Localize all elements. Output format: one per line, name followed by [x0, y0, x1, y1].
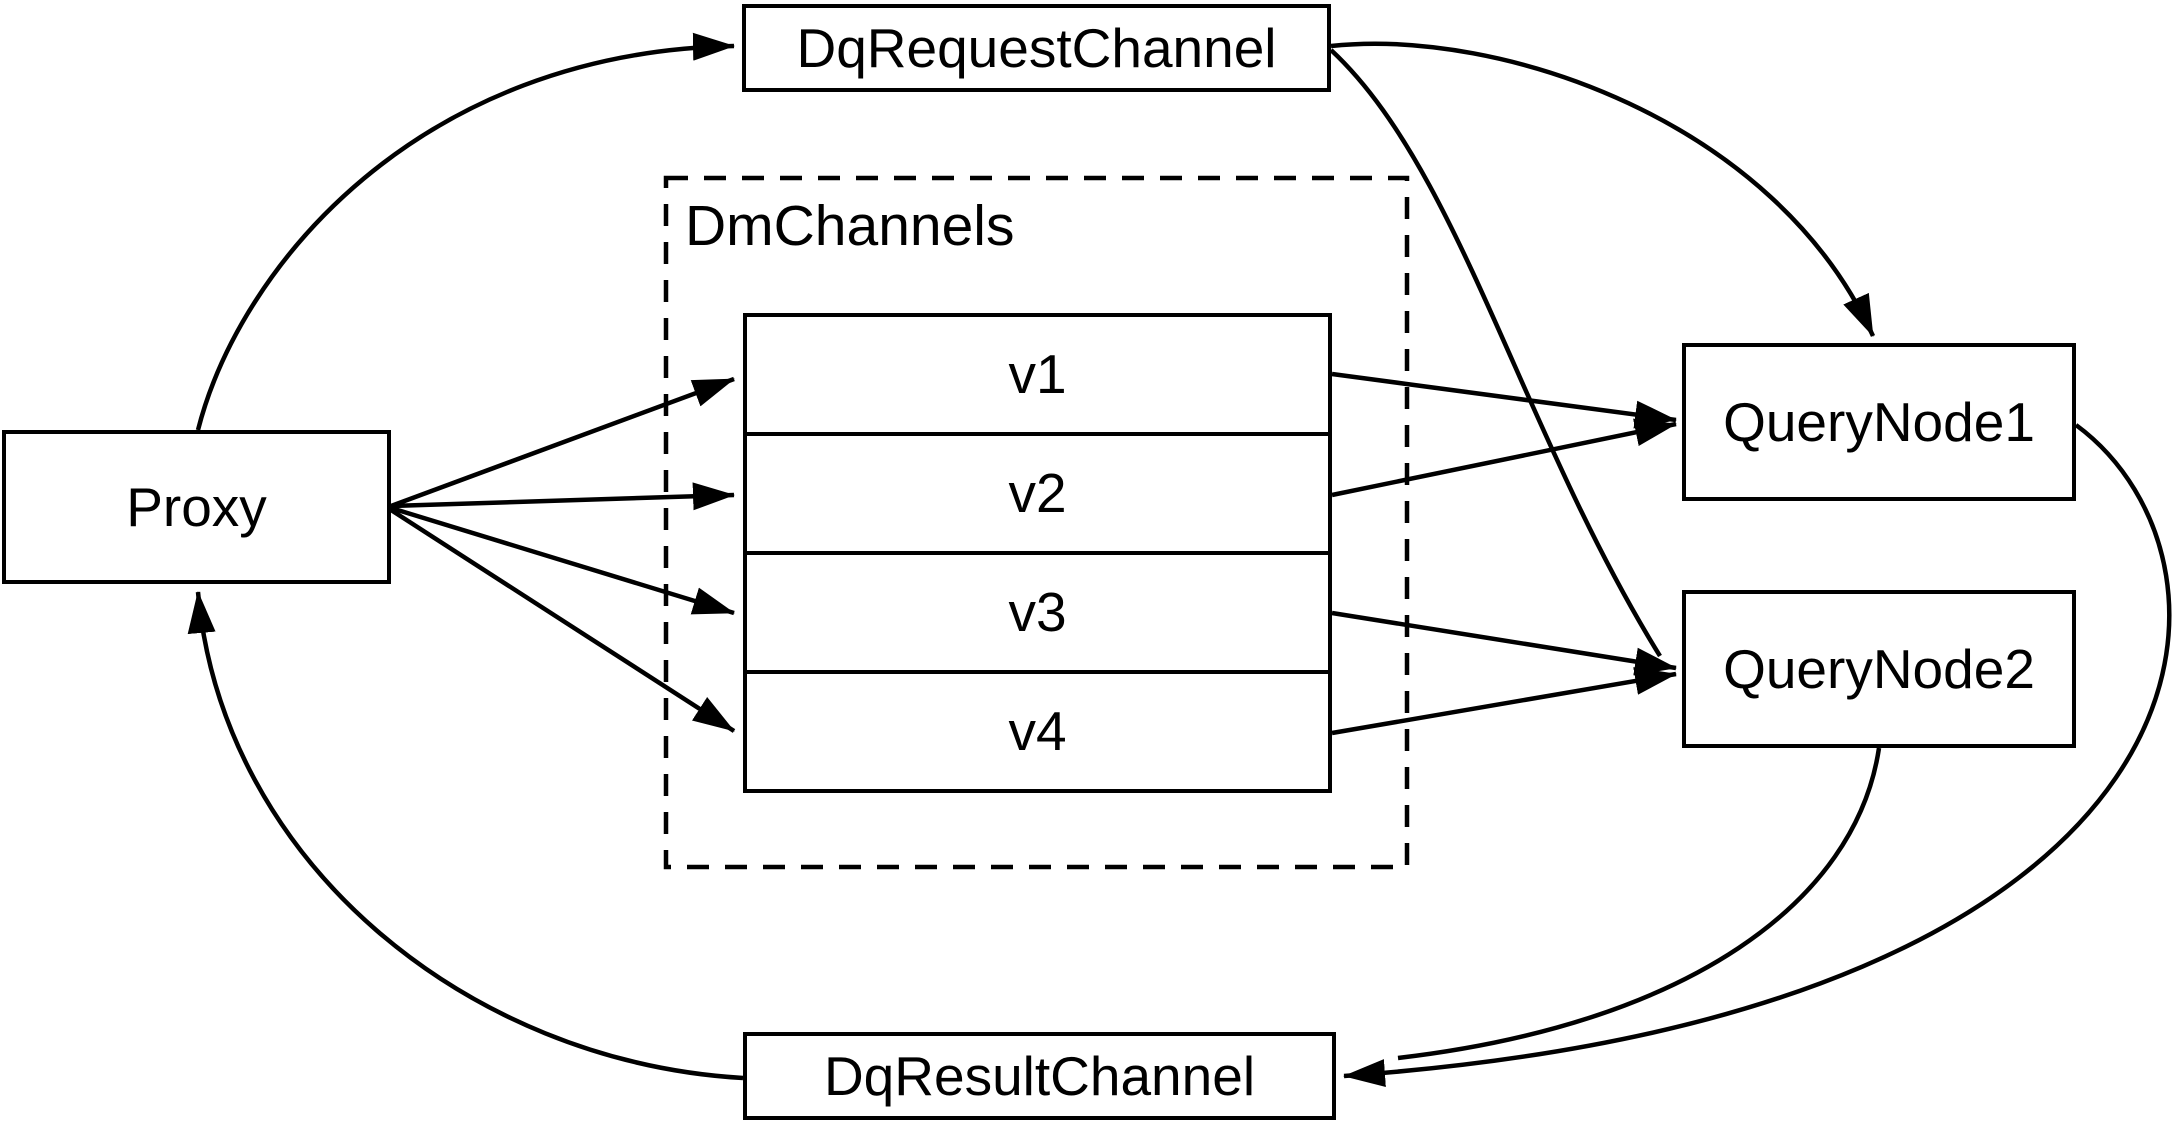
edge-query-node-2-to-dq-result-channel — [1397, 747, 1882, 1061]
channel-row-v1: v1 — [747, 317, 1328, 432]
node-dq-request-channel-label: DqRequestChannel — [796, 16, 1277, 79]
channel-row-v2: v2 — [747, 432, 1328, 551]
edge-v3-to-query-node-2 — [1331, 610, 1677, 676]
node-query-node-2-label: QueryNode2 — [1723, 637, 2035, 700]
edge-v4-to-query-node-2 — [1331, 667, 1677, 736]
channel-v3-label: v3 — [1008, 581, 1067, 643]
edge-proxy-to-v2 — [390, 482, 735, 511]
node-dq-result-channel-label: DqResultChannel — [823, 1044, 1256, 1107]
edge-query-node-1-to-dq-result-channel — [1343, 423, 2172, 1088]
channel-v1-label: v1 — [1008, 343, 1067, 405]
channel-v2-label: v2 — [1008, 462, 1067, 524]
node-query-node-1-label: QueryNode1 — [1723, 390, 2035, 453]
edge-v2-to-query-node-1 — [1331, 418, 1677, 498]
edge-proxy-to-v3 — [390, 505, 735, 616]
node-dq-result-channel: DqResultChannel — [743, 1032, 1336, 1120]
node-dq-request-channel: DqRequestChannel — [742, 4, 1331, 92]
node-proxy-label: Proxy — [126, 475, 267, 538]
edge-dq-request-channel-to-query-node-2 — [1329, 48, 1662, 658]
edge-dq-request-channel-to-query-node-1 — [1330, 41, 1876, 337]
dm-channels-group-label: DmChannels — [685, 194, 1015, 258]
channel-v4-label: v4 — [1008, 700, 1067, 762]
edge-v1-to-query-node-1 — [1331, 371, 1677, 429]
edge-proxy-to-v1 — [390, 376, 735, 509]
channel-row-v3: v3 — [747, 551, 1328, 670]
edge-proxy-to-dq-request-channel — [195, 32, 735, 431]
dm-channels-stack: v1 v2 v3 v4 — [743, 313, 1332, 793]
edge-dq-result-channel-to-proxy — [187, 591, 744, 1081]
node-proxy: Proxy — [2, 430, 391, 584]
node-query-node-1: QueryNode1 — [1682, 343, 2076, 501]
edge-proxy-to-v4 — [389, 508, 736, 733]
channel-row-v4: v4 — [747, 670, 1328, 789]
node-query-node-2: QueryNode2 — [1682, 590, 2076, 748]
